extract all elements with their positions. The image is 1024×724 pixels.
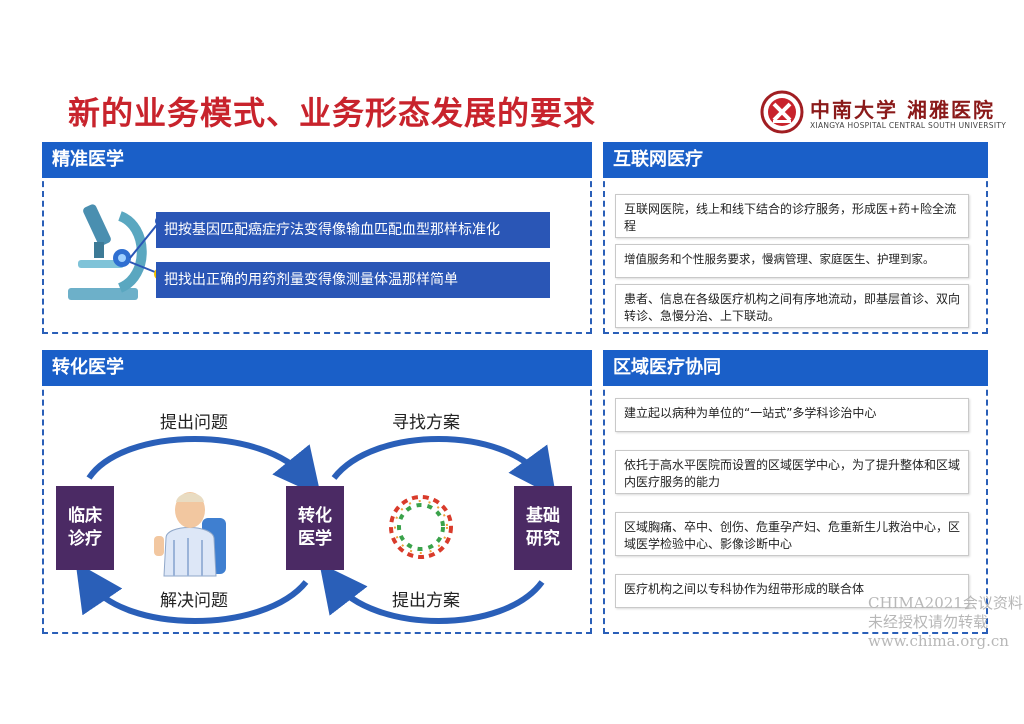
microscope-icon [68,204,165,300]
box-translational: 转化 医学 [286,486,344,570]
page-title: 新的业务模式、业务形态发展的要求 [68,94,597,132]
arrow-top-right [331,436,557,498]
translational-cycle-diagram: 提出问题 寻找方案 解决问题 提出方案 临床 诊疗 转化 医学 基础 研究 [44,386,590,632]
logo-name: 中南大学 湘雅医院 [810,98,995,122]
precision-item: 把按基因匹配癌症疗法变得像输血匹配血型那样标准化 [156,212,550,248]
label-propose-solution: 提出方案 [392,591,460,611]
label-raise-question: 提出问题 [160,413,228,433]
watermark-line: 未经授权请勿转载 [868,613,989,631]
watermark-line: CHIMA2021会议资料 [868,594,1023,612]
box-basic-research: 基础 研究 [514,486,572,570]
logo-subtitle: XIANGYA HOSPITAL CENTRAL SOUTH UNIVERSIT… [810,121,1007,130]
regional-item: 区域胸痛、卒中、创伤、危重孕产妇、危重新生儿救治中心，区域医学检验中心、影像诊断… [615,512,969,556]
watermark-line: www.chima.org.cn [868,632,1009,650]
precision-item: 把找出正确的用药剂量变得像测量体温那样简单 [156,262,550,298]
arrow-top-left [86,436,322,497]
internet-item: 患者、信息在各级医疗机构之间有序地流动，即基层首诊、双向转诊、急慢分治、上下联动… [615,284,969,328]
dna-ring-icon [389,495,453,559]
internet-medicine-heading: 互联网医疗 [603,142,988,178]
regional-collaboration-heading: 区域医疗协同 [603,350,988,386]
label-solve-problem: 解决问题 [160,591,228,611]
translational-medicine-heading: 转化医学 [42,350,592,386]
translational-medicine-panel: 转化医学 提出问题 寻找方案 解决问题 提出方案 临床 诊疗 转化 医学 基础 … [42,350,592,634]
cycle-arrows [75,436,557,624]
internet-item: 互联网医院，线上和线下结合的诊疗服务，形成医+药+险全流程 [615,194,969,238]
regional-item: 医疗机构之间以专科协作为纽带形成的联合体 [615,574,969,608]
arrow-bottom-left [75,562,309,624]
arrow-bottom-right [319,563,545,624]
hospital-logo: 中南大学 湘雅医院 XIANGYA HOSPITAL CENTRAL SOUTH… [760,90,1007,136]
patient-icon [154,492,226,577]
precision-medicine-heading: 精准医学 [42,142,592,178]
box-clinical: 临床 诊疗 [56,486,114,570]
regional-item: 建立起以病种为单位的“一站式”多学科诊治中心 [615,398,969,432]
internet-item: 增值服务和个性服务要求，慢病管理、家庭医生、护理到家。 [615,244,969,278]
regional-item: 依托于高水平医院而设置的区域医学中心，为了提升整体和区域内医疗服务的能力 [615,450,969,494]
precision-medicine-panel: 精准医学 把按基因匹配癌症疗法变得像输血匹配血型那样标准化 把找出正确的用药剂量… [42,142,592,334]
hospital-seal-icon [760,90,804,134]
watermark: CHIMA2021会议资料 未经授权请勿转载 www.chima.org.cn [868,594,1023,651]
regional-collaboration-panel: 区域医疗协同 建立起以病种为单位的“一站式”多学科诊治中心 依托于高水平医院而设… [603,350,988,634]
label-find-solution: 寻找方案 [392,413,460,433]
internet-medicine-panel: 互联网医疗 互联网医院，线上和线下结合的诊疗服务，形成医+药+险全流程 增值服务… [603,142,988,334]
